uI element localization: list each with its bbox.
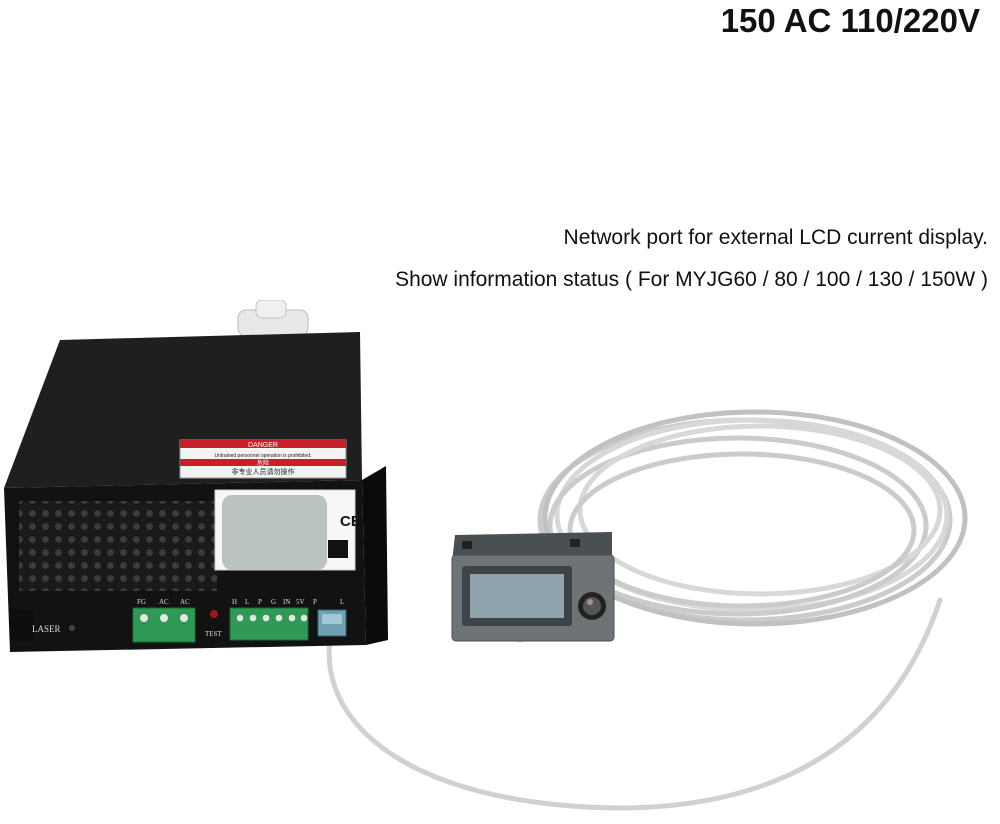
danger-line3: 非专业人员请勿操作 (232, 467, 295, 476)
test-button (210, 610, 218, 618)
product-photo: DANGER Untrained personnel operation is … (4, 300, 968, 811)
danger-line1: Untrained personnel operation is prohibi… (214, 453, 311, 459)
terminal-label-p: P (258, 598, 262, 606)
laser-label: LASER (32, 624, 61, 634)
terminal-label-fg: FG (137, 598, 146, 606)
terminal-label-h: H (232, 598, 237, 606)
danger-label: DANGER Untrained personnel operation is … (179, 439, 347, 479)
product-label: CE (214, 489, 361, 571)
terminal-label-5v: 5V (296, 598, 305, 606)
headline: 150 AC 110/220V (720, 2, 980, 39)
coiled-cable (502, 409, 968, 643)
ac-terminal-block (132, 607, 196, 643)
control-terminal-block (229, 607, 309, 641)
test-label: TEST (205, 630, 222, 638)
terminal-label-in: IN (283, 598, 290, 606)
lcd-display-module (451, 532, 615, 642)
terminal-label-ac1: AC (159, 598, 169, 606)
terminal-label-l: L (245, 598, 249, 606)
ce-mark: CE (340, 513, 361, 530)
port-label-p: P (313, 598, 317, 606)
danger-title: DANGER (248, 442, 278, 449)
terminal-label-ac2: AC (180, 598, 190, 606)
caption-network-port: Network port for external LCD current di… (563, 226, 988, 249)
danger-line2: 危险 (257, 459, 269, 467)
front-panel: LASER FG AC AC TEST H L P G IN 5V P L (32, 598, 347, 643)
terminal-label-g: G (271, 598, 276, 606)
network-cable (326, 597, 943, 811)
top-connectors (237, 300, 309, 337)
caption-info-status: Show information status ( For MYJG60 / 8… (395, 268, 988, 291)
port-label-l: L (340, 598, 344, 606)
